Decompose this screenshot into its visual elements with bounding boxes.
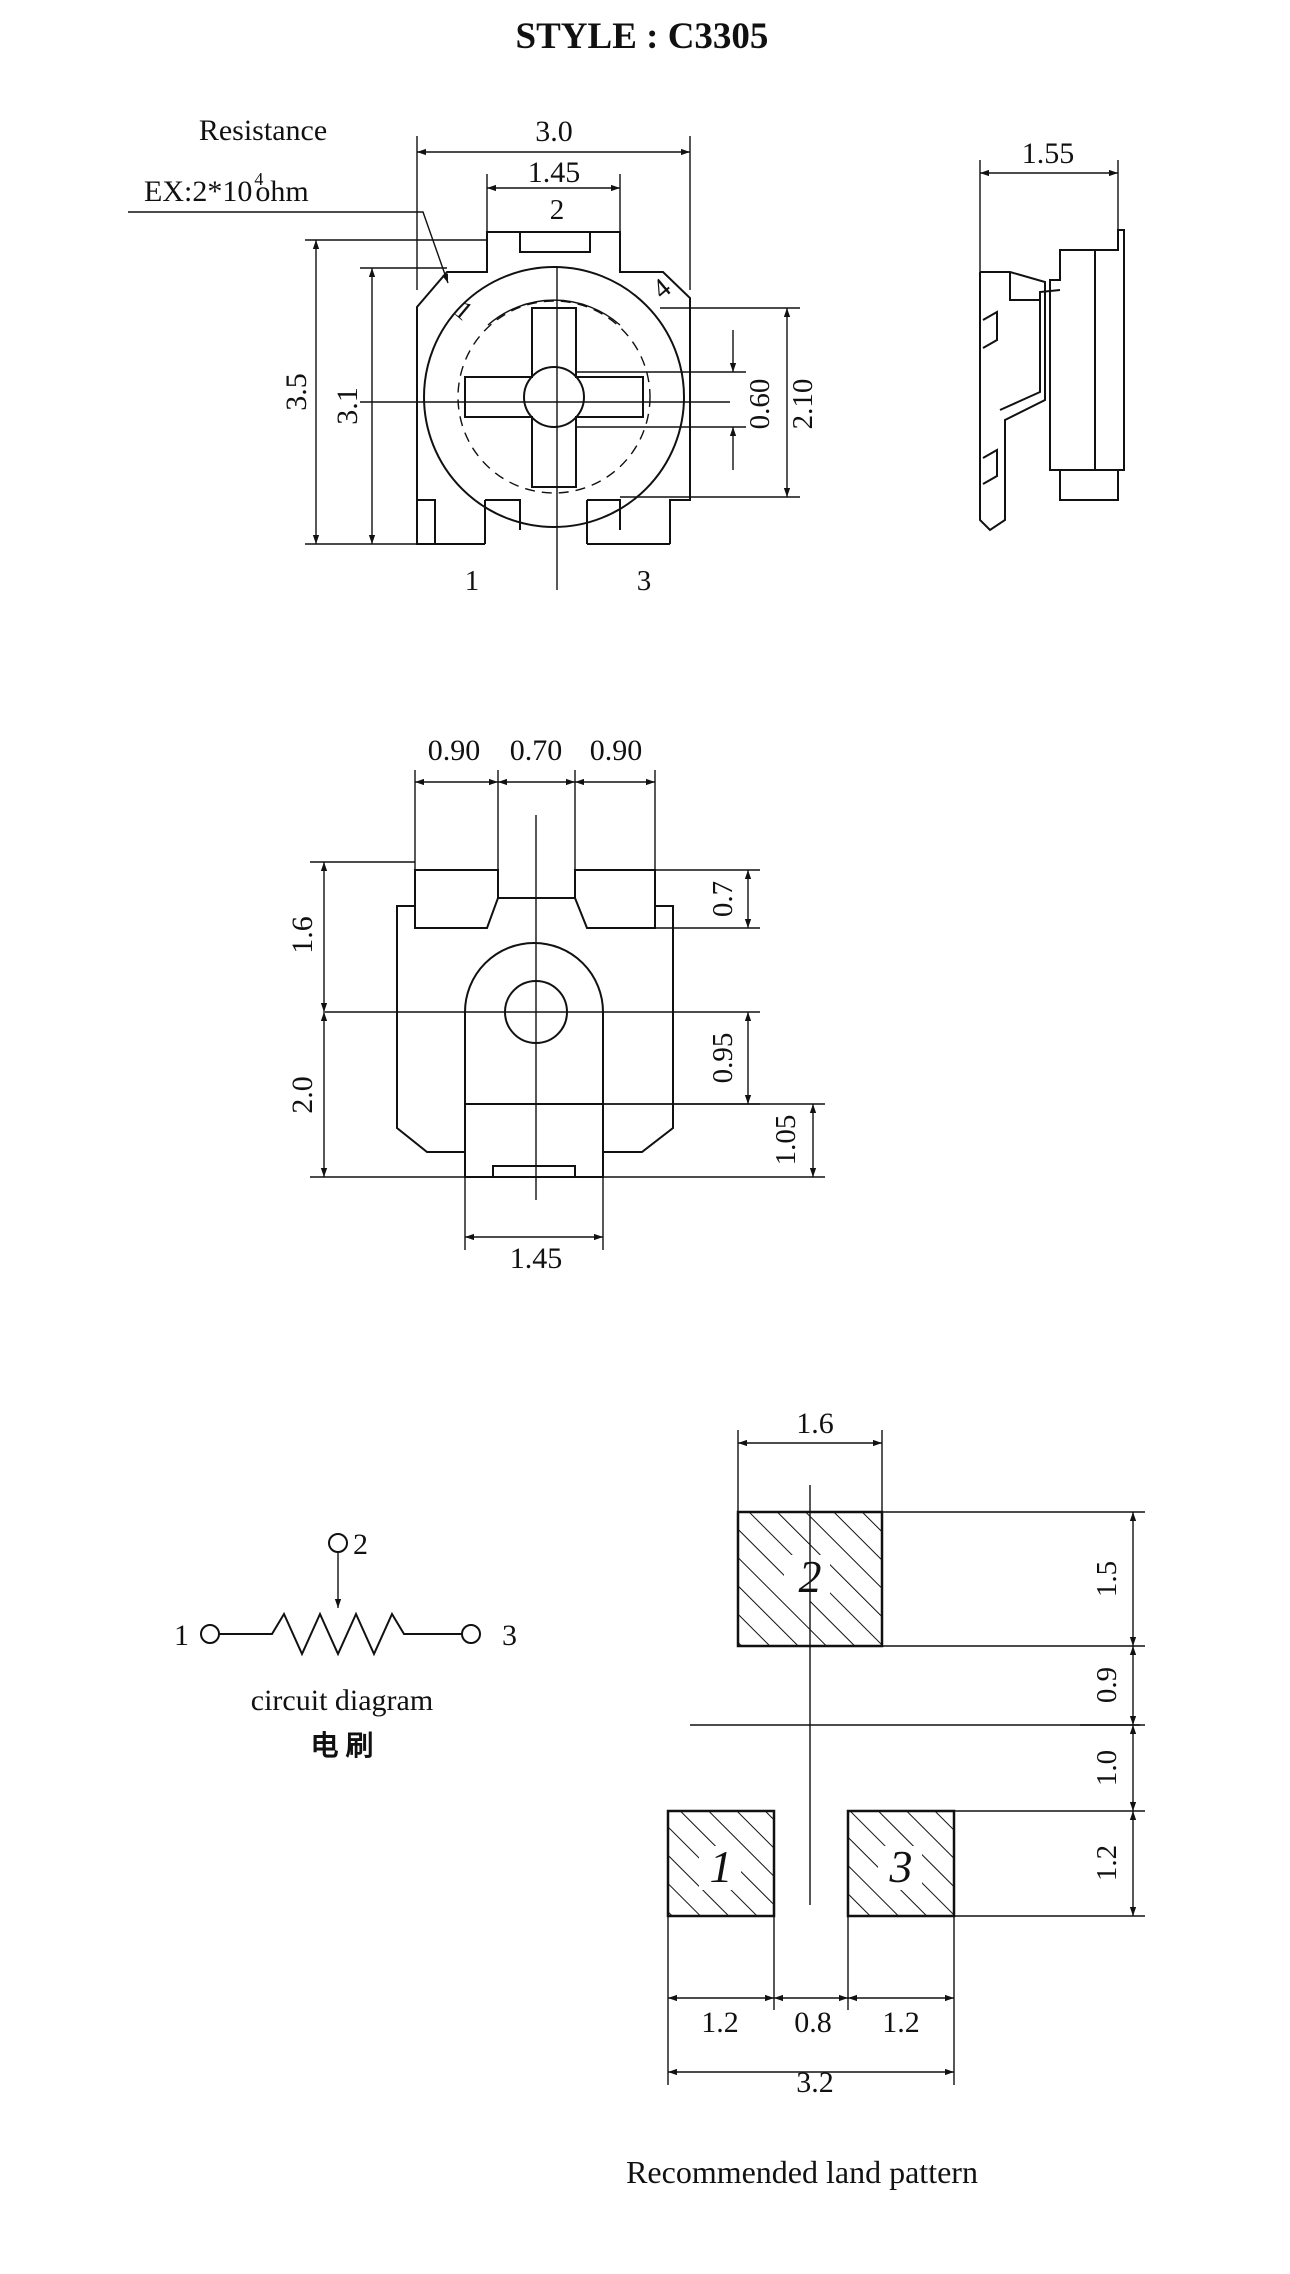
dim-upper-label: 1.6 [286,916,319,954]
top-lead-right [586,499,621,544]
top-pin-3: 3 [637,565,652,597]
dim-lbottom-h-label: 1.2 [1091,1845,1123,1881]
dim-tab-label: 1.45 [528,156,581,189]
page-title: STYLE : C3305 [516,16,769,57]
dim-height-inner-label: 3.1 [331,387,364,425]
adjust-hole [523,366,585,428]
dim-lmid-label: 0.8 [794,2006,832,2039]
circuit-resistor [219,1611,462,1657]
circuit-terminal-2 [328,1533,348,1553]
side-body [1049,229,1125,501]
land-pad-1-label-bg [699,1846,741,1890]
dim-lgap2-label: 1.0 [1091,1750,1123,1786]
resistance-label: Resistance [199,114,327,147]
circuit-pin-3: 3 [502,1619,517,1652]
top-pin-4: 4 [647,273,678,306]
dim-side-label: 1.55 [1022,137,1075,170]
circuit-pin-2: 2 [353,1528,368,1561]
land-pad-3-label: 3 [889,1841,913,1892]
dim-bpad-left-label: 0.90 [428,734,481,767]
circuit-terminal-3 [461,1624,481,1644]
land-pattern: 2 1 3 1.6 1.5 0.9 1.0 1.2 1.2 [626,1407,1145,2190]
land-pad-2-label-bg [784,1555,830,1601]
dim-lgap1-label: 0.9 [1091,1667,1123,1703]
circuit-terminal-1 [200,1624,220,1644]
circuit-caption: circuit diagram [251,1684,433,1717]
dim-lright-w-label: 1.2 [882,2006,920,2039]
bottom-pad-left [414,869,499,929]
rotor-circle [423,266,685,528]
dim-bpad-right-label: 0.90 [590,734,643,767]
bottom-view: 0.90 0.70 0.90 1.6 2.0 0.7 0.95 1.05 1.4… [286,734,825,1275]
rotor-dashed-circle [457,300,651,494]
dim-lleft-w-label: 1.2 [701,2006,739,2039]
land-pad-3-label-bg [878,1846,922,1890]
dim-bpad-gap-label: 0.70 [510,734,563,767]
dim-ltotal-label: 3.2 [796,2066,834,2099]
side-body-inner [1060,250,1118,471]
top-tab-notch [487,231,620,253]
circuit-diagram: 2 1 3 circuit diagram 电 刷 [174,1528,517,1762]
land-pad-1-label: 1 [710,1841,733,1892]
land-pattern-caption: Recommended land pattern [626,2154,978,2190]
dim-ltop-h-label: 1.5 [1091,1561,1123,1597]
resistance-leader [128,211,449,284]
dim-rotor-label: 2.10 [787,379,819,430]
dim-hole-label: 0.60 [744,379,776,430]
dim-holeoff-label: 0.95 [707,1033,739,1084]
top-pin-2: 2 [550,194,565,226]
top-pin-1: 1 [465,565,480,597]
dim-btab-label: 1.45 [510,1242,563,1275]
wiper-mark-1: 1 [449,295,479,327]
dim-lower-label: 2.0 [286,1076,319,1114]
bottom-body-outline [396,905,674,1178]
rotor-cross [464,307,644,488]
circuit-pin-1: 1 [174,1619,189,1652]
side-clip-upper [982,310,998,349]
rotor-arc [487,299,621,326]
dim-ltop-label: 1.6 [796,1407,834,1440]
bottom-slot [464,1103,604,1152]
top-lead-left [484,499,521,544]
dim-padh-label: 0.7 [707,881,739,917]
side-lead-front [979,271,1046,532]
side-clip-lower [982,448,998,485]
bottom-tab-notch [465,1165,576,1178]
dim-height-outer-label: 3.5 [280,373,313,411]
bottom-boss [464,942,604,1104]
dim-base-label: 1.05 [770,1115,802,1166]
bottom-pad-right [574,869,656,929]
dim-width-label: 3.0 [535,115,573,148]
circuit-caption-cn: 电 刷 [310,1730,373,1762]
side-view: 1.55 [979,137,1125,532]
side-lead-back [999,272,1061,411]
